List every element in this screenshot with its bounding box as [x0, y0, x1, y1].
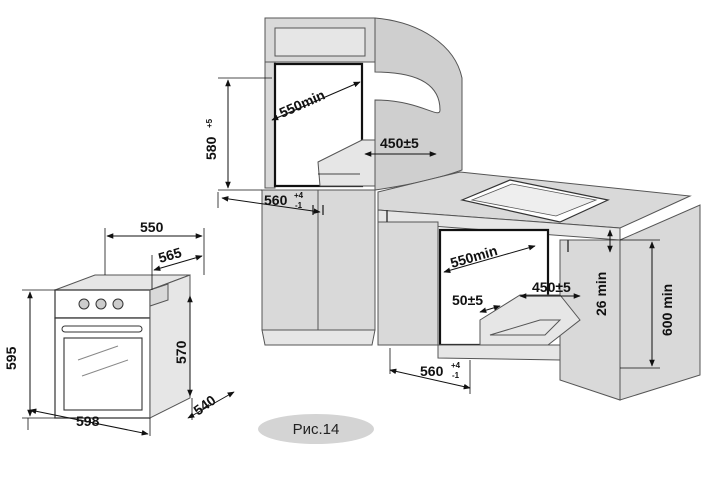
- upper-vent-label: 450±5: [380, 135, 419, 151]
- lower-width-tol-plus: +4: [451, 361, 461, 370]
- upper-height-label: 580: [203, 136, 219, 160]
- caption-background: [258, 414, 374, 444]
- lower-gap-label: 26 min: [593, 272, 609, 316]
- dimension-lines: [22, 77, 660, 436]
- oven-depth-total-label: 550: [140, 219, 164, 235]
- oven-width-label: 598: [76, 413, 100, 429]
- lower-height-label: 600 min: [659, 284, 675, 336]
- upper-width-tol-plus: +4: [294, 191, 304, 200]
- figure-caption: Рис.14: [258, 414, 374, 444]
- lower-vent-label: 450±5: [532, 279, 571, 295]
- lower-width-tol-minus: -1: [452, 371, 460, 380]
- oven-knob-3: [112, 298, 124, 310]
- upper-width-tol-minus: -1: [295, 201, 303, 210]
- lower-width-label: 560: [420, 363, 444, 379]
- oven-height-label: 595: [3, 346, 19, 370]
- oven-depth-knobs-label: 565: [156, 244, 183, 266]
- upper-width-label: 560: [264, 192, 288, 208]
- upper-height-tolerance: +5: [205, 118, 214, 128]
- oven-illustration: [54, 274, 191, 419]
- base-cabinet: [377, 171, 701, 401]
- oven-knob-2: [95, 298, 107, 310]
- oven-knob-1: [78, 298, 90, 310]
- oven-body-height-label: 570: [173, 340, 189, 364]
- lower-vent-front-label: 50±5: [452, 292, 483, 308]
- caption-text: Рис.14: [293, 421, 340, 438]
